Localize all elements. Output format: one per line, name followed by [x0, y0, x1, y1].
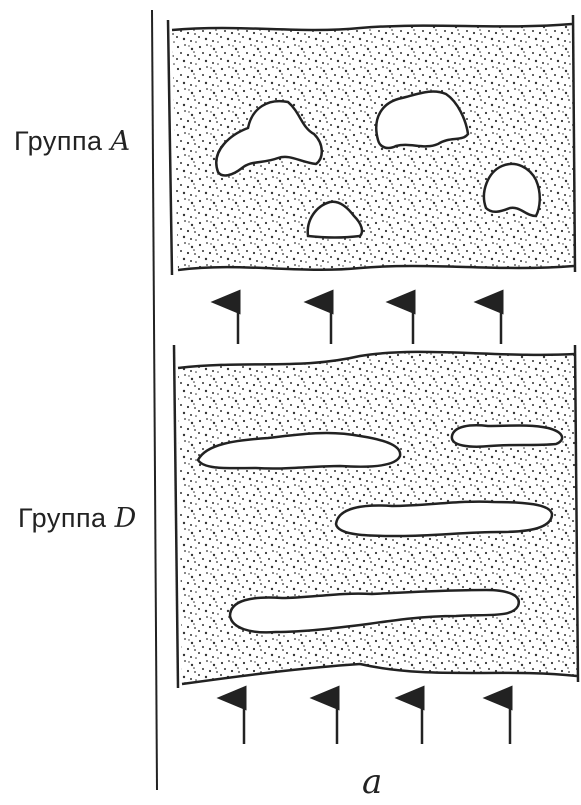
middle-arrows: [238, 302, 501, 344]
group-a-left-wall: [168, 20, 172, 275]
group-d-prefix: Группа: [18, 503, 107, 533]
group-d-label: Группа D: [18, 503, 137, 534]
bottom-arrows: [244, 698, 510, 744]
pore: [452, 425, 562, 446]
group-d-left-wall: [174, 345, 178, 688]
group-a-label: Группа A: [14, 126, 131, 157]
group-d-panel: [174, 345, 578, 688]
panel-caption: a: [362, 762, 382, 802]
group-a-prefix: Группа: [14, 126, 103, 156]
group-a-panel: [168, 15, 575, 275]
group-d-letter: D: [115, 503, 137, 534]
group-a-letter: A: [111, 126, 131, 157]
axis-line: [152, 10, 157, 790]
group-a-bottom-edge: [178, 266, 574, 270]
pore: [484, 164, 540, 216]
pore: [336, 502, 552, 536]
